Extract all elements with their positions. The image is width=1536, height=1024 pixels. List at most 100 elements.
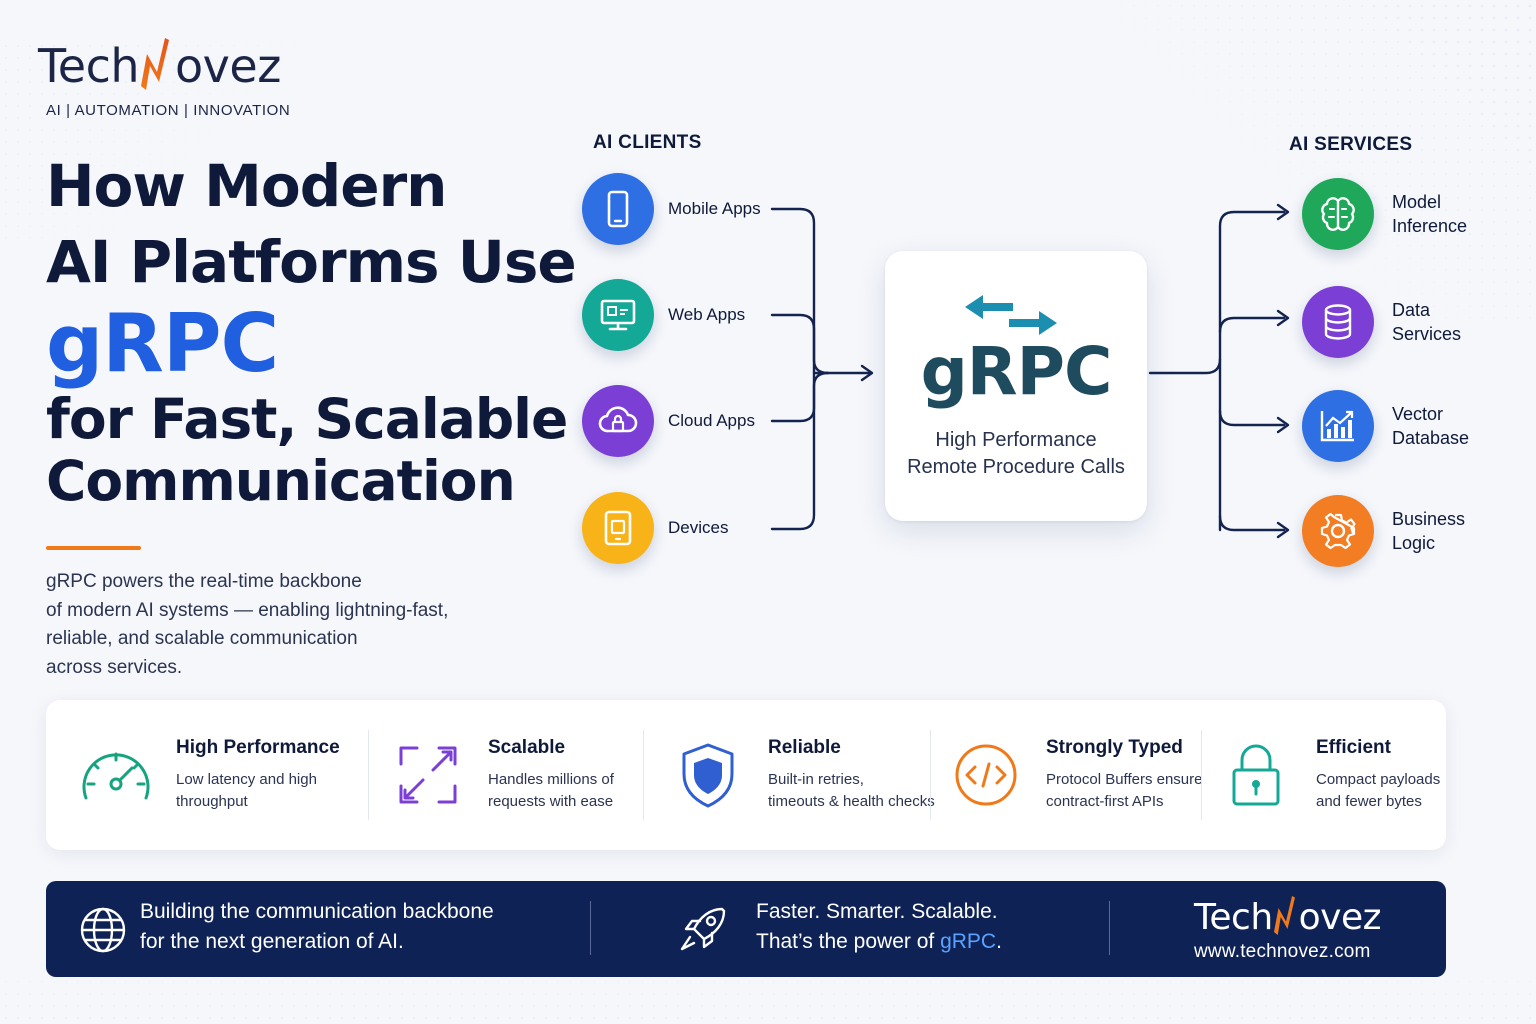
code-icon xyxy=(946,735,1026,815)
logo-suffix: ovez xyxy=(175,39,281,93)
shield-icon xyxy=(668,735,748,815)
banner-logo: Tech ovez www.technovez.com xyxy=(1194,895,1382,963)
feature-efficient: Efficient Compact payloads and fewer byt… xyxy=(1216,700,1440,850)
service-vector-database: Vector Database xyxy=(1302,390,1512,462)
headline-line-5: Communication xyxy=(46,449,516,513)
banner-middle-text: Faster. Smarter. Scalable. That’s the po… xyxy=(756,897,1002,957)
accent-rule xyxy=(46,546,141,550)
lightning-bolt-icon xyxy=(141,38,170,90)
headline-grpc: gRPC xyxy=(46,297,279,390)
website-url[interactable]: www.technovez.com xyxy=(1194,941,1371,962)
client-cloud-apps: Cloud Apps xyxy=(582,385,755,457)
banner-logo-prefix: Tech xyxy=(1194,896,1273,938)
service-label: Data Services xyxy=(1392,298,1512,346)
client-label: Devices xyxy=(668,518,729,537)
client-web-apps: Web Apps xyxy=(582,279,745,351)
feature-desc-line-2: contract-first APIs xyxy=(1046,793,1164,810)
globe-icon xyxy=(80,907,126,953)
feature-divider xyxy=(368,730,369,820)
feature-desc-line-2: throughput xyxy=(176,793,248,810)
feature-title: High Performance xyxy=(176,737,340,758)
banner-mid-line-1: Faster. Smarter. Scalable. xyxy=(756,900,998,923)
rocket-icon xyxy=(680,907,726,951)
banner-logo-wordmark: Tech ovez xyxy=(1194,895,1382,939)
grpc-hub-card: gRPC High Performance Remote Procedure C… xyxy=(885,251,1147,521)
feature-high-performance: High Performance Low latency and high th… xyxy=(76,700,340,850)
ai-clients-title: AI CLIENTS xyxy=(593,132,702,153)
feature-desc-line-2: and fewer bytes xyxy=(1316,793,1422,810)
banner-grpc-highlight: gRPC xyxy=(940,930,997,953)
headline-line-1: How Modern xyxy=(46,152,447,220)
banner-mid-suffix: . xyxy=(996,930,1002,953)
bidirectional-arrows-icon xyxy=(965,295,1057,335)
feature-desc-line-1: Low latency and high xyxy=(176,771,317,788)
client-devices: Devices xyxy=(582,492,728,564)
grpc-hub-title: gRPC xyxy=(920,333,1113,410)
banner-logo-suffix: ovez xyxy=(1298,896,1382,938)
feature-title: Scalable xyxy=(488,737,566,758)
features-strip: High Performance Low latency and high th… xyxy=(46,700,1446,850)
ai-services-title: AI SERVICES xyxy=(1289,134,1413,155)
database-icon xyxy=(1302,286,1374,358)
feature-title: Efficient xyxy=(1316,737,1391,758)
service-label-line-1: Data xyxy=(1392,300,1431,320)
expand-arrows-icon xyxy=(388,735,468,815)
cloud-icon xyxy=(582,385,654,457)
service-data-services: Data Services xyxy=(1302,286,1512,358)
banner-mid-line-2: That’s the power of gRPC. xyxy=(756,927,1002,957)
client-mobile-apps: Mobile Apps xyxy=(582,173,761,245)
feature-desc-line-1: Built-in retries, xyxy=(768,771,864,788)
speedometer-icon xyxy=(76,735,156,815)
logo-prefix: Tech xyxy=(38,39,140,93)
feature-desc-line-2: timeouts & health checks xyxy=(768,793,935,810)
banner-left-line-2: for the next generation of AI. xyxy=(140,930,404,953)
client-label: Cloud Apps xyxy=(668,411,755,430)
service-model-inference: Model Inference xyxy=(1302,178,1512,250)
service-label: Model Inference xyxy=(1392,190,1512,238)
banner-divider xyxy=(590,901,591,955)
service-label-line-2: Services xyxy=(1392,324,1462,344)
headline-line-4: for Fast, Scalable xyxy=(46,387,568,451)
service-label: Business Logic xyxy=(1392,507,1512,555)
feature-strongly-typed: Strongly Typed Protocol Buffers ensure c… xyxy=(946,700,1202,850)
feature-desc-line-1: Compact payloads xyxy=(1316,771,1441,788)
intro-line-2: of modern AI systems — enabling lightnin… xyxy=(46,599,449,621)
tablet-device-icon xyxy=(582,492,654,564)
dot-pattern-top-right xyxy=(1116,0,1536,320)
feature-desc-line-1: Protocol Buffers ensure xyxy=(1046,771,1203,788)
headline-line-2: AI Platforms Use xyxy=(46,228,577,296)
grpc-subtitle-line-1: High Performance xyxy=(935,429,1097,451)
feature-divider xyxy=(643,730,644,820)
feature-reliable: Reliable Built-in retries, timeouts & he… xyxy=(668,700,935,850)
service-label-line-1: Business xyxy=(1392,509,1466,529)
monitor-icon xyxy=(582,279,654,351)
intro-paragraph: gRPC powers the real-time backbone of mo… xyxy=(46,568,506,682)
feature-desc-line-2: requests with ease xyxy=(488,793,614,810)
grpc-hub-subtitle: High Performance Remote Procedure Calls xyxy=(885,427,1147,481)
mobile-phone-icon xyxy=(582,173,654,245)
chart-icon xyxy=(1302,390,1374,462)
padlock-icon xyxy=(1216,735,1296,815)
feature-desc-line-1: Handles millions of xyxy=(488,771,614,788)
brand-logo: Tech ovez AI | AUTOMATION | INNOVATION xyxy=(38,36,290,119)
headline: How Modern AI Platforms Use gRPC for Fas… xyxy=(46,148,577,513)
intro-line-3: reliable, and scalable communication xyxy=(46,628,358,649)
service-label: Vector Database xyxy=(1392,402,1512,450)
intro-line-4: across services. xyxy=(46,656,183,678)
brain-icon xyxy=(1302,178,1374,250)
grpc-subtitle-line-2: Remote Procedure Calls xyxy=(907,456,1125,478)
gear-icon xyxy=(1302,495,1374,567)
banner-left-text: Building the communication backbone for … xyxy=(140,897,494,957)
client-label: Web Apps xyxy=(668,305,746,324)
dot-pattern-top-left xyxy=(0,40,380,240)
service-label-line-1: Vector xyxy=(1392,404,1444,424)
banner-divider xyxy=(1109,901,1110,955)
logo-tagline: AI | AUTOMATION | INNOVATION xyxy=(46,102,291,119)
service-business-logic: Business Logic xyxy=(1302,495,1512,567)
feature-divider xyxy=(1201,730,1202,820)
logo-wordmark: Tech ovez xyxy=(38,36,290,96)
footer-banner: Building the communication backbone for … xyxy=(46,881,1446,977)
intro-line-1: gRPC powers the real-time backbone xyxy=(46,571,362,592)
service-label-line-2: Database xyxy=(1392,428,1470,448)
banner-mid-prefix: That’s the power of xyxy=(756,930,941,953)
